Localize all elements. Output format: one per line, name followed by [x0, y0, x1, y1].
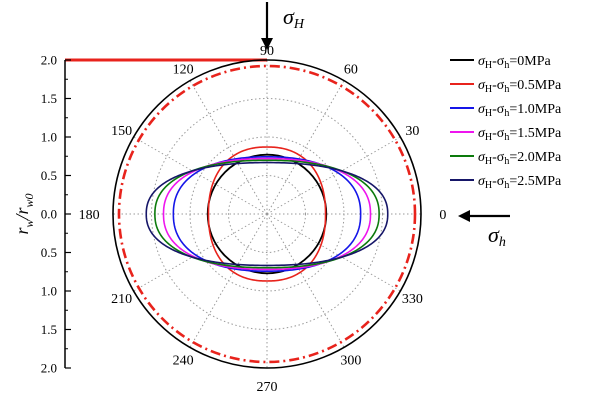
angle-label-150: 150	[111, 124, 132, 139]
radial-axis-label: rw/rw0	[12, 193, 36, 234]
grid-spoke	[189, 80, 268, 215]
angle-label-210: 210	[111, 292, 132, 307]
grid-spoke	[189, 213, 268, 348]
radial-tick-label: 2.0	[41, 53, 57, 68]
angle-label-30: 30	[405, 124, 419, 139]
radial-tick-label: 1.0	[41, 284, 57, 299]
sigma-h-arrowhead	[458, 210, 470, 222]
series-line-5	[145, 161, 389, 267]
chart-marks	[65, 58, 417, 364]
radial-tick-label: 1.0	[41, 130, 57, 145]
angle-label-90: 90	[260, 44, 274, 59]
legend: σH-σh=0MPa σH-σh=0.5MPa σH-σh=1.0MPa σH-σh=…	[450, 54, 562, 191]
radial-tick-label: 0.0	[41, 207, 57, 222]
polar-grid	[113, 60, 421, 368]
grid-spoke	[266, 213, 401, 292]
reference-circle	[117, 64, 417, 364]
series-line-4	[154, 159, 380, 269]
grid-spoke	[266, 213, 345, 348]
legend-label-5: σH-σh=2.5MPa	[478, 174, 562, 191]
outer-circle	[112, 59, 422, 369]
legend-label-1: σH-σh=0.5MPa	[478, 78, 562, 95]
angle-label-60: 60	[344, 63, 358, 78]
chart-labels: 0.0 0.5 0.5 1.0 1.0 1.5 1.5 2.0 2.0 rw/rw0 0 30 60 90…	[12, 4, 506, 395]
series-line-1	[207, 146, 327, 282]
sigma-H-label: σH	[283, 4, 305, 32]
angle-label-330: 330	[402, 292, 423, 307]
radial-tick-label: 1.5	[41, 91, 57, 106]
grid-spoke	[266, 136, 401, 215]
grid-circle	[151, 98, 383, 330]
grid-circle	[228, 175, 306, 253]
grid-spoke	[133, 136, 268, 215]
radial-tick-label: 2.0	[41, 361, 57, 376]
legend-label-3: σH-σh=1.5MPa	[478, 126, 562, 143]
angle-label-270: 270	[257, 380, 278, 395]
radial-tick-label: 1.5	[41, 322, 57, 337]
chart-axes	[64, 2, 510, 369]
grid-spoke	[266, 80, 345, 215]
radial-tick-label: 0.5	[41, 245, 57, 260]
angle-label-120: 120	[173, 63, 194, 78]
angle-label-300: 300	[340, 353, 361, 368]
angle-label-0: 0	[439, 208, 446, 223]
legend-label-2: σH-σh=1.0MPa	[478, 102, 562, 119]
angle-label-240: 240	[173, 353, 194, 368]
legend-label-0: σH-σh=0MPa	[478, 54, 551, 71]
sigma-h-label: σh	[488, 222, 506, 250]
radial-tick-label: 0.5	[41, 168, 57, 183]
legend-label-4: σH-σh=2.0MPa	[478, 150, 562, 167]
sigma-H-arrowhead	[261, 38, 273, 50]
grid-spoke	[133, 213, 268, 292]
angle-label-180: 180	[79, 208, 100, 223]
